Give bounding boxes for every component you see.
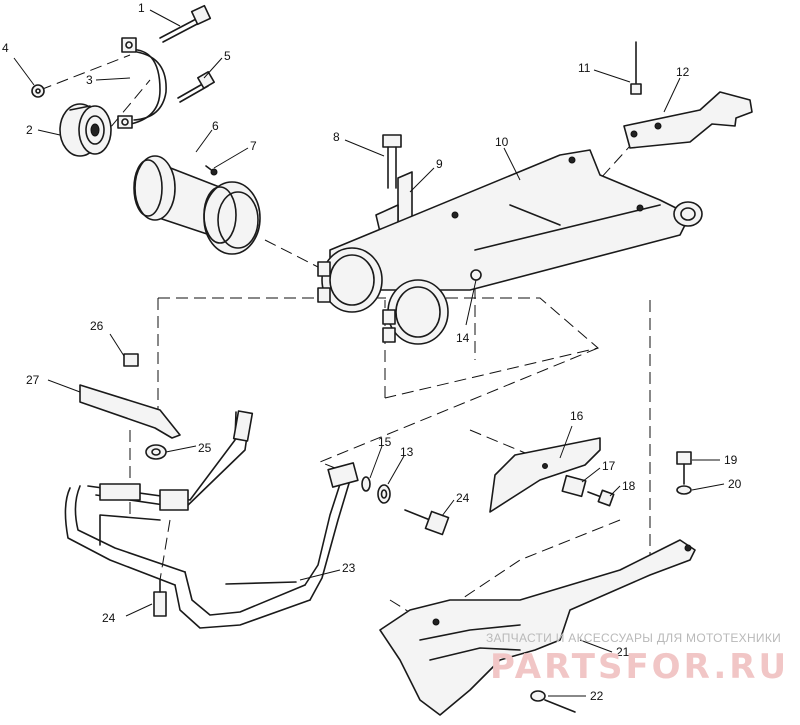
part-1-bolt — [159, 4, 212, 43]
callout-8: 8 — [333, 130, 340, 144]
callout-24-left: 24 — [102, 611, 116, 625]
part-24-bolt-right — [404, 509, 450, 536]
part-14-pin — [465, 269, 482, 326]
part-24-bolt-left — [153, 579, 167, 617]
callout-1: 1 — [138, 1, 145, 15]
part-6-pivot-tube — [133, 155, 261, 255]
part-12-bracket — [623, 91, 753, 149]
part-8-bolt — [382, 134, 402, 189]
part-7-grease-fitting — [205, 165, 218, 176]
swing-arm-clamps — [317, 247, 449, 345]
callout-20: 20 — [728, 477, 742, 491]
callout-6: 6 — [212, 119, 219, 133]
part-23-bumper — [64, 410, 359, 629]
part-27-plate — [79, 384, 181, 439]
callout-labels: 1 2 3 4 5 6 7 8 9 10 11 12 13 14 15 16 1… — [2, 1, 742, 703]
part-19-bolt — [676, 451, 692, 485]
callout-11: 11 — [578, 61, 591, 75]
part-25-nut — [145, 444, 167, 460]
part-5-bolt — [177, 71, 215, 103]
callout-18: 18 — [622, 479, 636, 493]
callout-12: 12 — [676, 65, 690, 79]
callout-5: 5 — [224, 49, 231, 63]
leader-lines — [13, 9, 725, 697]
part-26-nut — [123, 353, 139, 367]
part-20-washer — [676, 485, 692, 495]
callout-4: 4 — [2, 41, 9, 55]
callout-27: 27 — [26, 373, 40, 387]
part-13-washer — [377, 484, 391, 504]
watermark: ЗАПЧАСТИ И АКСЕССУАРЫ ДЛЯ МОТОТЕХНИКИ PA… — [486, 631, 789, 687]
part-3-clamp — [117, 37, 167, 129]
callout-13: 13 — [400, 445, 414, 459]
callout-3: 3 — [86, 73, 93, 87]
part-18-bolt — [587, 489, 615, 507]
part-22-plug — [530, 690, 576, 713]
callout-15: 15 — [378, 435, 392, 449]
callout-16: 16 — [570, 409, 584, 423]
callout-19: 19 — [724, 453, 738, 467]
callout-17: 17 — [602, 459, 616, 473]
part-15-washer — [361, 476, 371, 492]
callout-21: 21 — [616, 645, 630, 659]
watermark-logo: PARTSFOR.RU — [490, 647, 789, 687]
callout-14: 14 — [456, 331, 470, 345]
part-21-chain-guard — [379, 539, 696, 716]
callout-9: 9 — [436, 157, 443, 171]
callout-24-right: 24 — [456, 491, 470, 505]
callout-7: 7 — [250, 139, 257, 153]
callout-22: 22 — [590, 689, 604, 703]
part-2-bearing — [59, 103, 112, 157]
part-11-screw — [630, 41, 642, 95]
callout-26: 26 — [90, 319, 104, 333]
part-4-nut — [31, 84, 45, 98]
part-16-bracket — [489, 437, 601, 513]
callout-25: 25 — [198, 441, 212, 455]
part-17-spacer — [561, 474, 587, 498]
callout-2: 2 — [26, 123, 33, 137]
watermark-tagline: ЗАПЧАСТИ И АКСЕССУАРЫ ДЛЯ МОТОТЕХНИКИ — [486, 631, 781, 645]
callout-23: 23 — [342, 561, 356, 575]
callout-10: 10 — [495, 135, 509, 149]
